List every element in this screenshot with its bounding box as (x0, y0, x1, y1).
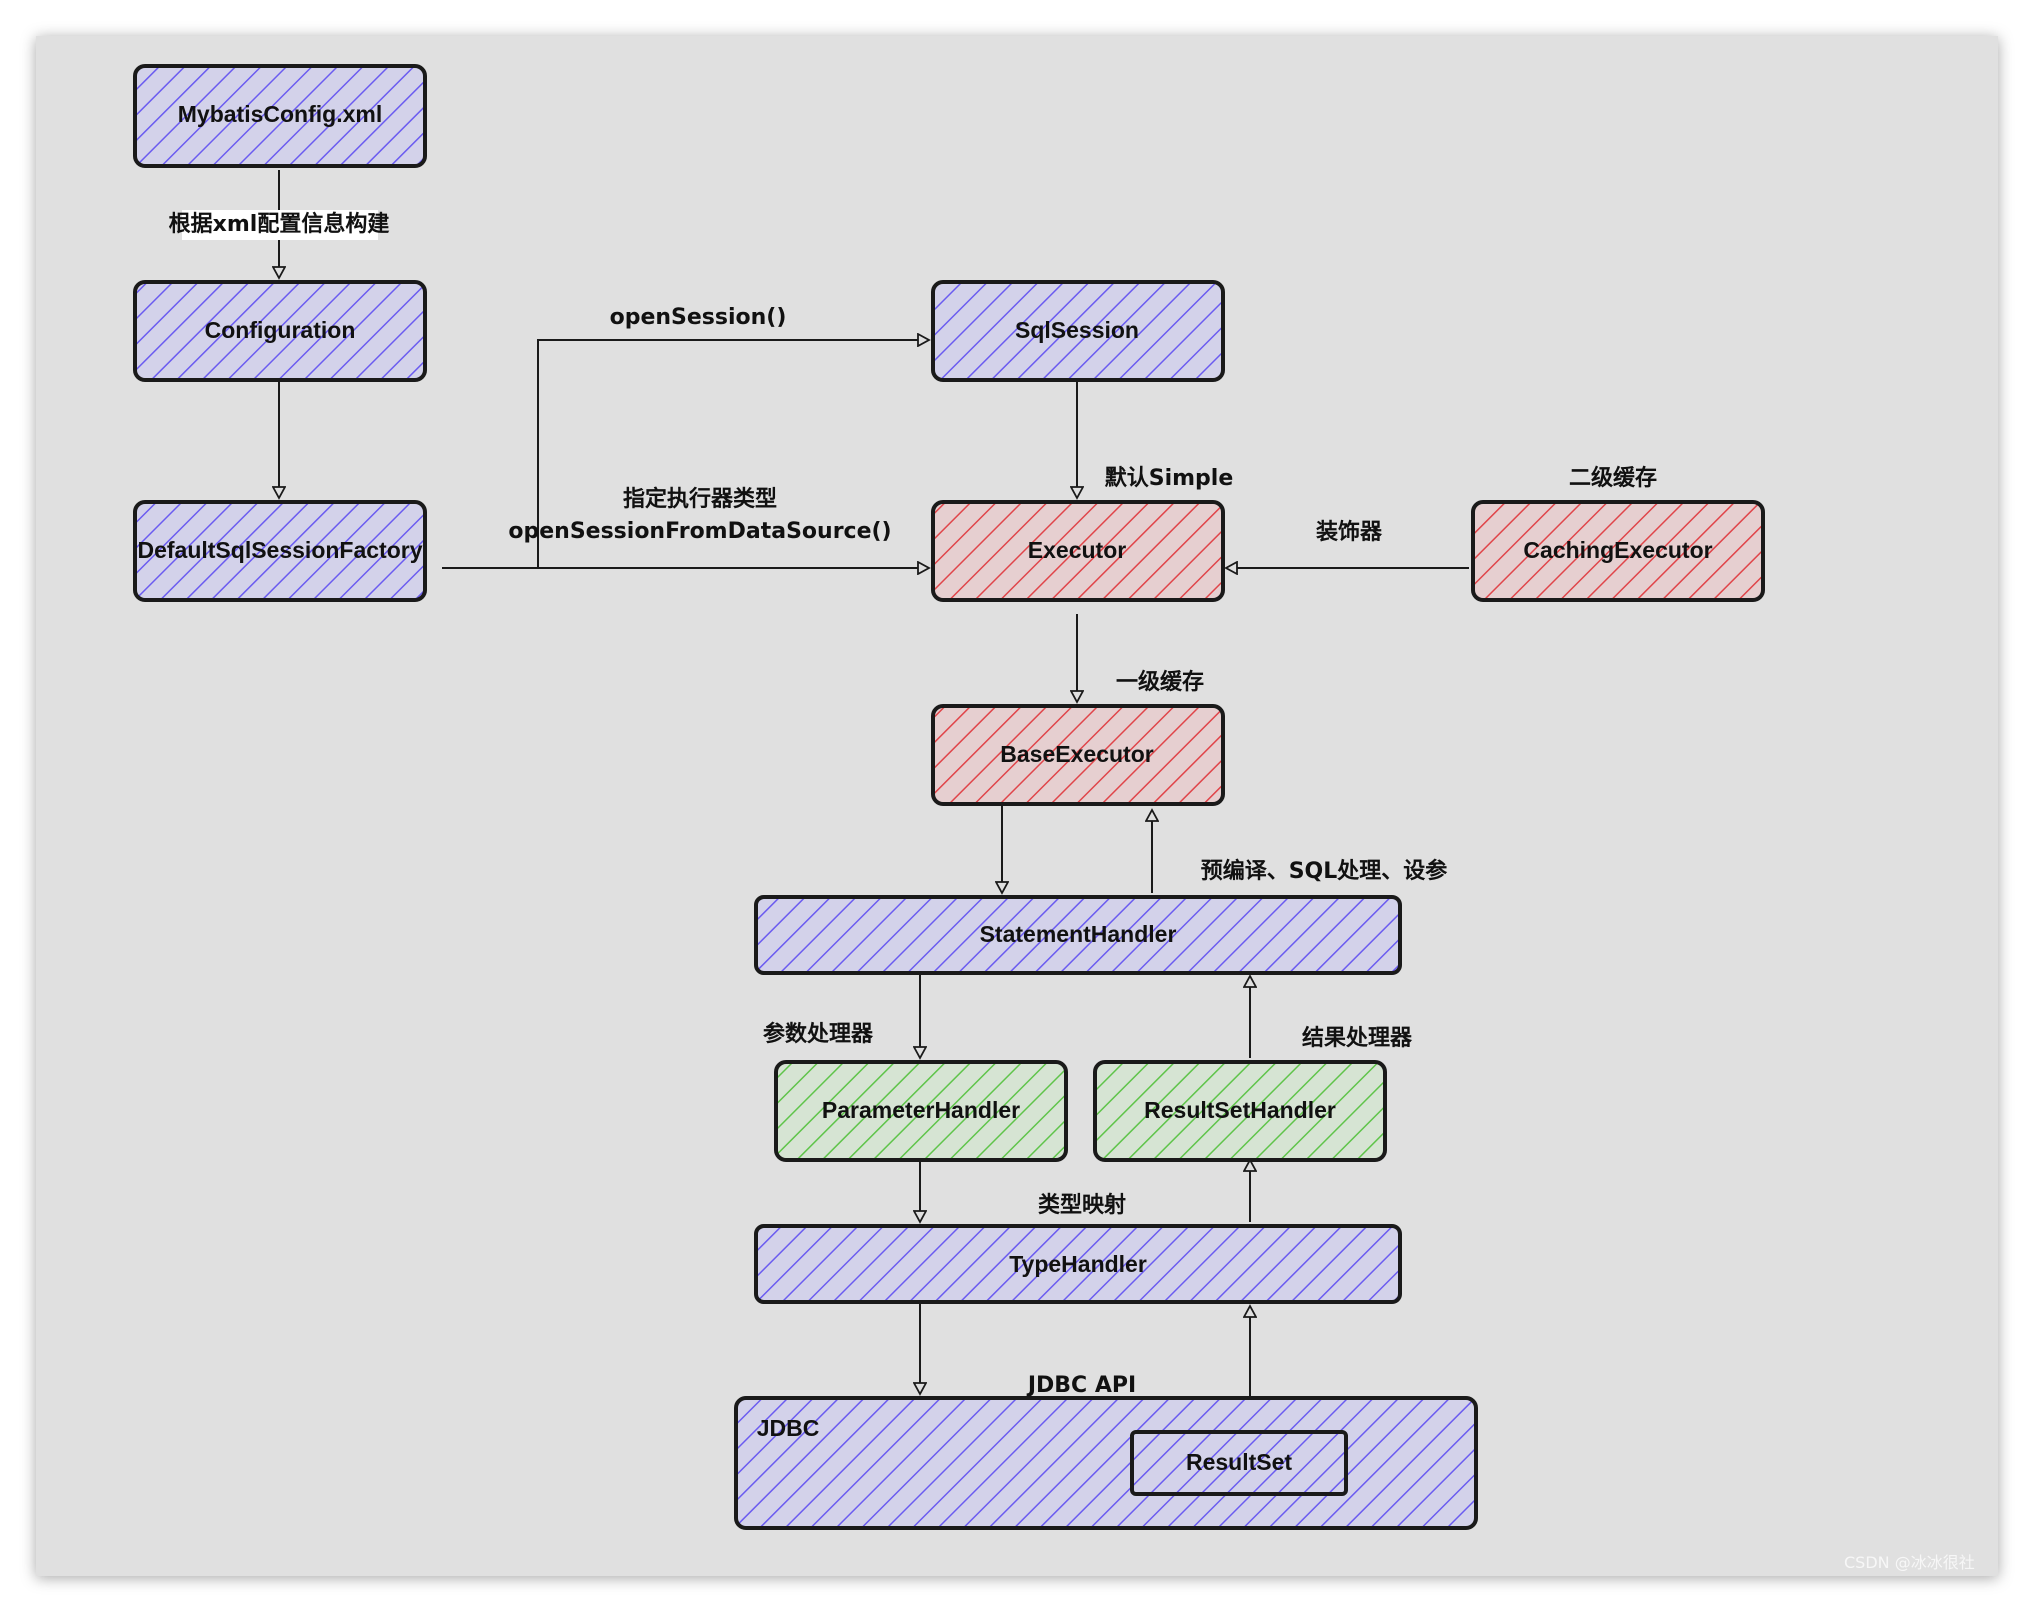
node-mybatis-config-label: MybatisConfig.xml (178, 101, 382, 127)
node-jdbc: JDBC (734, 1396, 1478, 1530)
edge-label-precompile: 预编译、SQL处理、设参 (1201, 858, 1448, 884)
edge-label-jdbc-api: JDBC API (1026, 1373, 1136, 1398)
node-parameter-handler: ParameterHandler (774, 1060, 1068, 1162)
node-resultset-handler-label: ResultSetHandler (1144, 1097, 1336, 1123)
edge-factory-to-sqlsession (537, 340, 929, 568)
edge-label-decorator: 装饰器 (1316, 519, 1383, 545)
node-executor: Executor (931, 500, 1225, 602)
node-sqlsession-label: SqlSession (1015, 317, 1139, 343)
node-type-handler-label: TypeHandler (1009, 1251, 1147, 1277)
edge-label-background (182, 210, 378, 240)
node-mybatis-config: MybatisConfig.xml (133, 64, 427, 168)
node-statement-handler-label: StatementHandler (980, 921, 1177, 947)
node-caching-executor: CachingExecutor (1471, 500, 1765, 602)
diagram-canvas: MybatisConfig.xml Configuration DefaultS… (36, 36, 1998, 1576)
edge-label-type-mapping: 类型映射 (1038, 1192, 1126, 1218)
edge-label-first-level-cache: 一级缓存 (1116, 669, 1204, 695)
node-caching-executor-label: CachingExecutor (1523, 537, 1712, 563)
edge-label-param-processor: 参数处理器 (763, 1021, 874, 1047)
edge-label-second-level-cache: 二级缓存 (1569, 465, 1657, 491)
edge-label-executor-type: 指定执行器类型 (623, 486, 777, 512)
node-base-executor: BaseExecutor (931, 704, 1225, 806)
node-type-handler: TypeHandler (754, 1224, 1402, 1304)
edge-label-default-simple: 默认Simple (1105, 465, 1234, 491)
edge-label-open-session-from-ds: openSessionFromDataSource() (508, 519, 891, 544)
node-resultset: ResultSet (1130, 1430, 1348, 1496)
node-default-sqlsession-factory: DefaultSqlSessionFactory (133, 500, 427, 602)
edge-label-open-session: openSession() (610, 305, 787, 330)
node-resultset-label: ResultSet (1186, 1449, 1292, 1475)
node-executor-label: Executor (1028, 537, 1126, 563)
architecture-diagram: MybatisConfig.xml Configuration DefaultS… (133, 64, 1975, 1572)
node-jdbc-label: JDBC (757, 1415, 820, 1441)
node-configuration-label: Configuration (205, 317, 356, 343)
node-default-sqlsession-factory-label: DefaultSqlSessionFactory (137, 537, 422, 563)
node-statement-handler: StatementHandler (754, 895, 1402, 975)
edge-label-build-from-xml: 根据xml配置信息构建 (169, 211, 390, 237)
node-resultset-handler: ResultSetHandler (1093, 1060, 1387, 1162)
edge-label-result-processor: 结果处理器 (1302, 1025, 1413, 1051)
node-configuration: Configuration (133, 280, 427, 382)
node-base-executor-label: BaseExecutor (1000, 741, 1153, 767)
node-parameter-handler-label: ParameterHandler (822, 1097, 1020, 1123)
node-sqlsession: SqlSession (931, 280, 1225, 382)
watermark: CSDN @冰冰很社 (1844, 1553, 1975, 1572)
